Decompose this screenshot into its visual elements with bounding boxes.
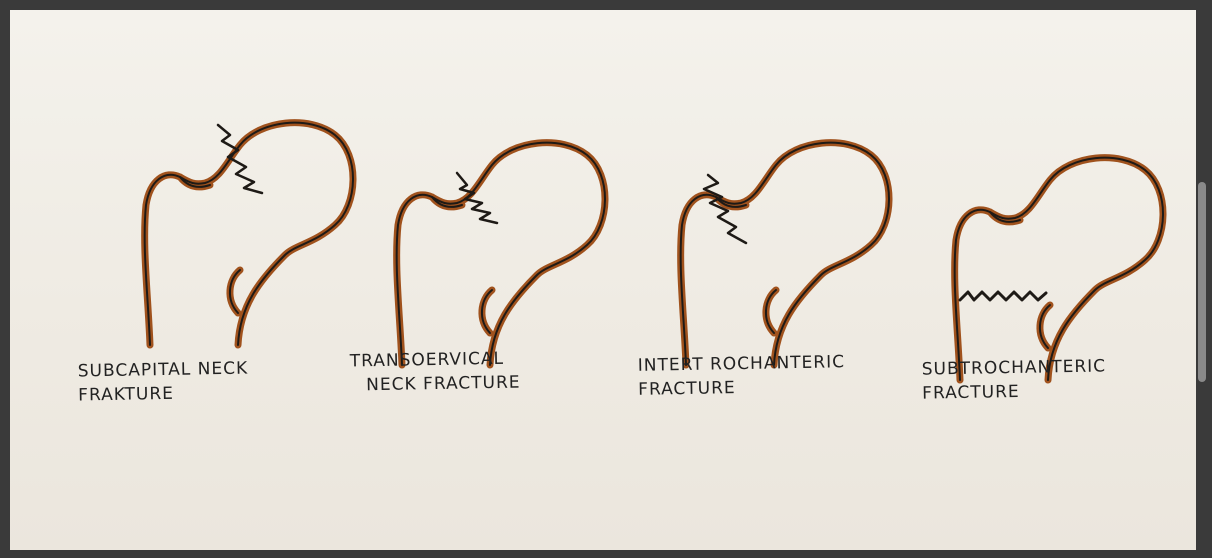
caption-subcapital: Subcapital neck Frakture	[78, 357, 249, 408]
femur-subcapital	[145, 123, 353, 345]
caption-intertrochanteric: Intert rochanteric fracture	[638, 350, 846, 402]
femur-subtrochanteric	[955, 158, 1163, 380]
caption-line: Intert rochanteric	[638, 350, 846, 378]
caption-subtrochanteric: Subtrochanteric fracture	[922, 354, 1107, 405]
caption-line: fracture	[638, 374, 846, 402]
fracture-line-subtrochanteric	[960, 292, 1046, 300]
caption-line: Transoervical	[350, 347, 521, 374]
caption-line: Frakture	[78, 381, 249, 408]
femur-transcervical	[397, 143, 605, 365]
caption-line: neck fracture	[350, 371, 521, 398]
caption-line: Subtrochanteric	[922, 354, 1107, 381]
femur-intertrochanteric	[681, 143, 889, 365]
caption-line: Subcapital neck	[78, 357, 249, 384]
caption-line: fracture	[922, 378, 1107, 405]
caption-transcervical: Transoervical neck fracture	[350, 347, 521, 398]
